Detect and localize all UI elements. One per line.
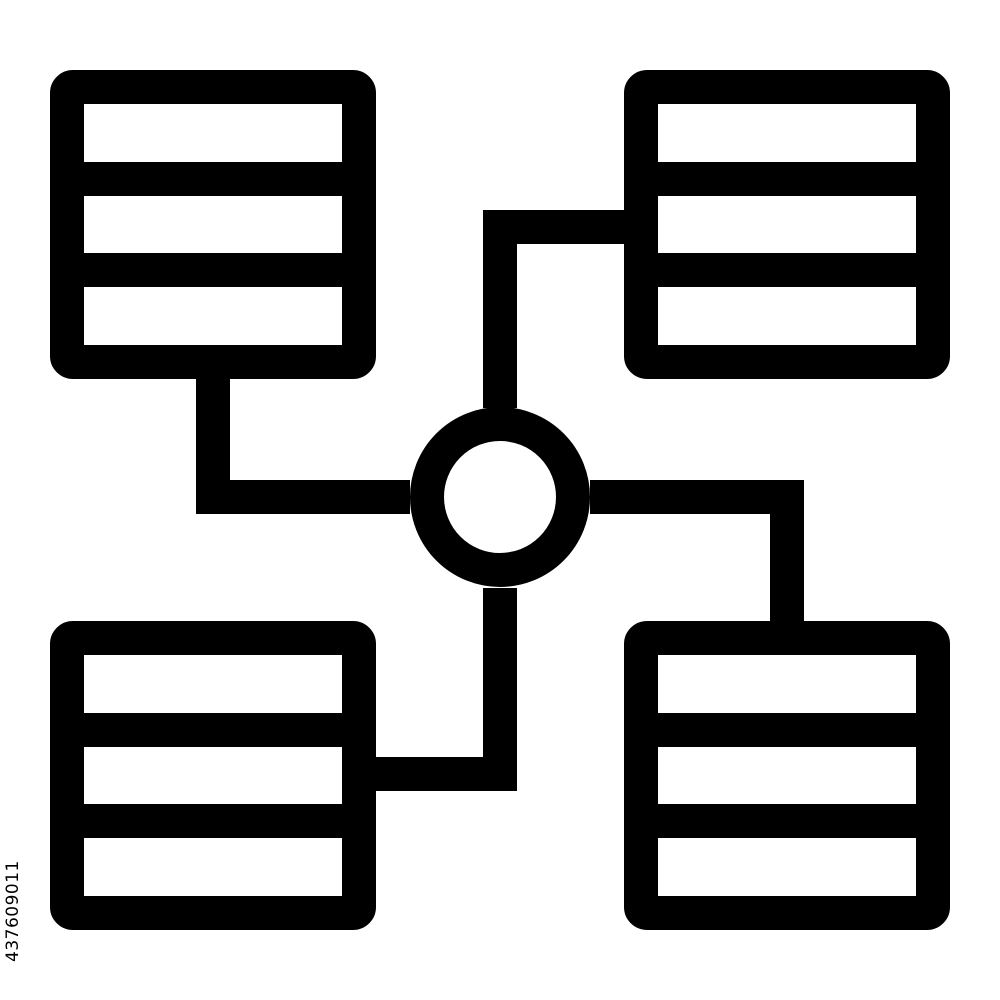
database-top-right: [624, 70, 950, 379]
connector-bottom-left: [373, 588, 517, 791]
database-bottom-left: [50, 621, 376, 930]
central-hub-circle: [410, 407, 590, 587]
connector-bottom-right: [590, 480, 804, 622]
connector-top-left: [196, 378, 410, 514]
database-bottom-right: [624, 621, 950, 930]
database-top-left: [50, 70, 376, 379]
connector-top-right: [483, 210, 627, 408]
stock-id-label: 437609011: [3, 860, 23, 962]
